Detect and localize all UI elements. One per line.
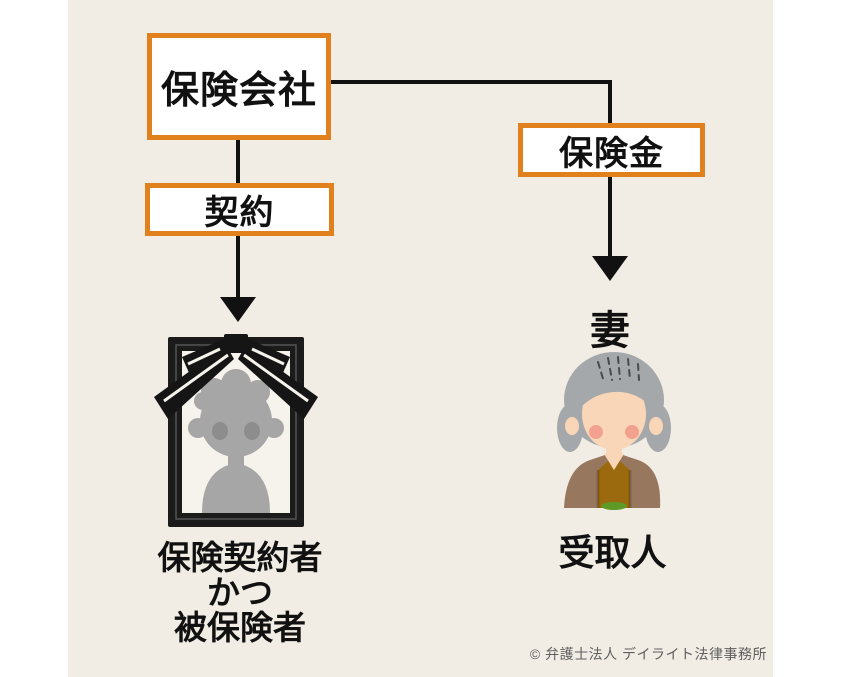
benefit-label: 保険金 — [559, 134, 664, 173]
deceased-caption: 保険契約者 かつ 被保険者 — [100, 540, 380, 645]
elderly-woman-illustration — [557, 352, 671, 510]
deceased-caption-line2: かつ — [207, 574, 273, 611]
deceased-caption-line3: 被保険者 — [174, 609, 306, 646]
connector-insurer-to-contract — [236, 140, 240, 183]
contract-label: 契約 — [204, 194, 275, 232]
benefit-box: 保険金 — [518, 123, 705, 177]
connector-insurer-horizontal — [331, 80, 610, 84]
connector-benefit-to-wife — [608, 177, 612, 257]
memorial-portrait-illustration — [154, 334, 318, 527]
insurer-box: 保険会社 — [147, 33, 331, 140]
copyright-notice: © 弁護士法人 デイライト法律事務所 — [529, 646, 767, 662]
connector-contract-to-deceased — [236, 236, 240, 298]
wife-label: 妻 — [590, 309, 630, 353]
contract-box: 契約 — [145, 183, 334, 236]
insurer-label: 保険会社 — [160, 70, 317, 112]
beneficiary-label: 受取人 — [558, 532, 667, 573]
connector-corner-to-benefit — [608, 80, 612, 123]
arrowhead-to-wife — [592, 256, 628, 281]
arrowhead-to-deceased — [220, 297, 256, 322]
deceased-caption-line1: 保険契約者 — [157, 539, 323, 576]
